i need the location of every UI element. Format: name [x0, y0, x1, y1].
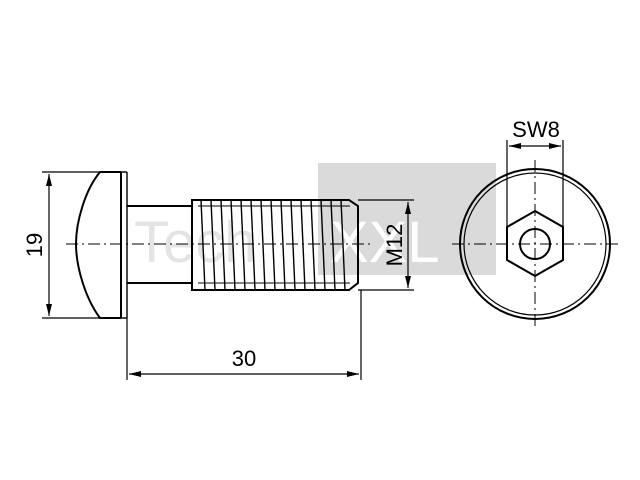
thread-lines — [200, 199, 346, 291]
screw-shank — [127, 205, 192, 284]
dimension-head-height — [42, 171, 110, 319]
dimension-length-label: 30 — [232, 346, 256, 371]
dimension-hex-socket-label: SW8 — [512, 117, 560, 142]
dimension-thread — [358, 199, 414, 291]
dimension-thread-label: M12 — [382, 224, 407, 267]
watermark-right-text: XXL — [330, 210, 440, 275]
screw-head — [74, 171, 121, 319]
watermark: Tech XXL — [134, 163, 496, 275]
dimension-hex-socket — [506, 140, 564, 227]
dimension-head-height-label: 19 — [22, 233, 47, 257]
thread-outline — [191, 199, 359, 291]
watermark-left-text: Tech — [134, 210, 257, 275]
screw-side-view — [74, 171, 359, 319]
dimension-length — [126, 290, 362, 380]
